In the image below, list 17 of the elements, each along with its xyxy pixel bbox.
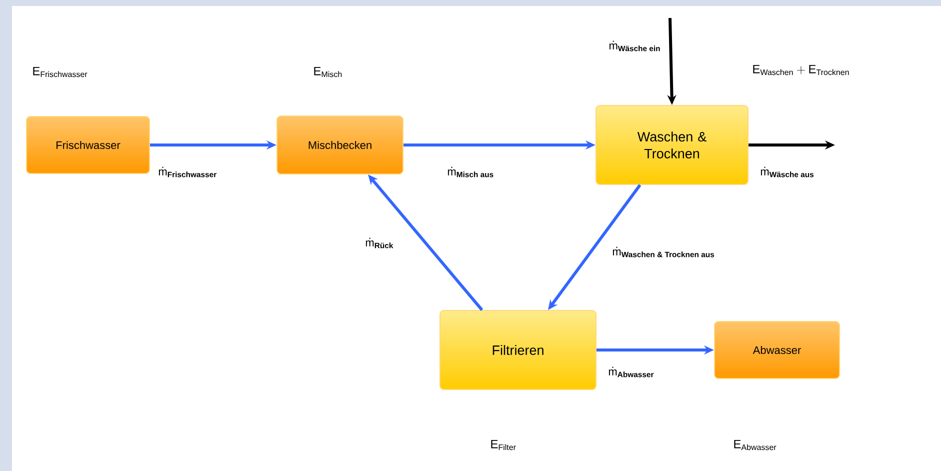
edge-label: $\dot{\text{m}}_{\textbf{Wäsche aus}}$ [759,166,816,178]
energy-label: $\text{E}_{\text{Frischwasser}}$ [33,66,88,78]
process-box: Mischbecken [276,116,404,174]
process-box: Abwasser [714,321,840,379]
energy-label: $\text{E}_{\text{Waschen}}+\text{E}_{\text{Trocknen}}$ [753,64,849,76]
process-box: Frischwasser [26,116,150,174]
edge-label: $\dot{\text{m}}_{\textbf{Abwasser}}$ [607,366,656,378]
energy-label: $\text{E}_{\text{Filter}}$ [491,440,516,450]
energy-label: $\text{E}_{\text{Abwasser}}$ [734,440,776,450]
edge-label: $\dot{\text{m}}_{\textbf{Waschen \& Trocknen aus}}$ [611,246,716,258]
edge-label: $\dot{\text{m}}_{\textbf{Wäsche ein}}$ [608,40,662,52]
process-box: Waschen & Trocknen [596,105,748,185]
process-box: Filtrieren [440,310,596,390]
edge-label: $\dot{\text{m}}_{\textbf{Frischwasser}}$ [157,166,218,178]
energy-label: $\text{E}_{\text{Misch}}$ [314,66,342,78]
edge-label: $\dot{\text{m}}_{\textbf{Rück}}$ [364,236,395,250]
edge-label: $\dot{\text{m}}_{\textbf{Misch aus}}$ [446,166,496,178]
